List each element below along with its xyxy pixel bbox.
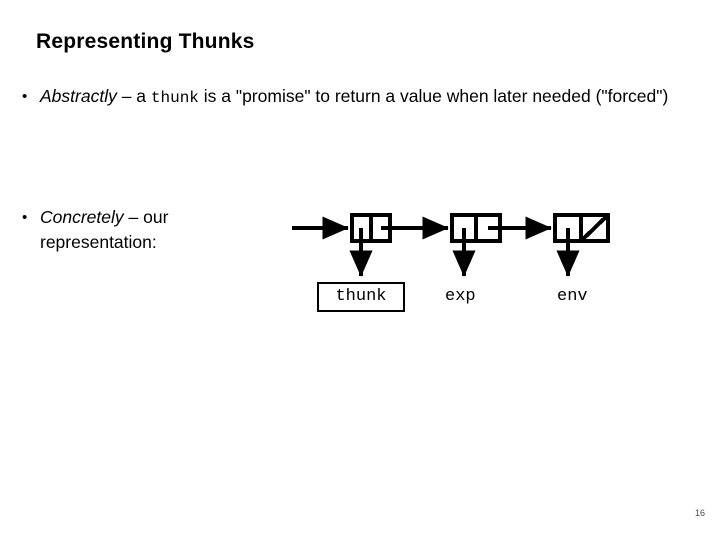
bullet-text-part: – a [116, 86, 151, 106]
bullet-item-concretely: • Concretely – our representation: [22, 205, 262, 255]
bullet-text-part: is a "promise" to return a value when la… [198, 86, 669, 106]
cons-cell-env-box [553, 213, 610, 243]
diagram-label-thunk: thunk [317, 282, 405, 312]
diagram-label-env: env [557, 287, 588, 306]
bullet-marker-icon: • [22, 88, 28, 105]
bullet-item-abstractly: • Abstractly – a thunk is a "promise" to… [22, 84, 682, 111]
cons-cell-env-nil-slash [579, 213, 610, 243]
diagram-label-exp: exp [445, 287, 476, 306]
bullet-text-concretely: Concretely – our representation: [40, 205, 262, 255]
bullet-text-part: – our representation: [40, 207, 169, 252]
bullet-text-abstractly: Abstractly – a thunk is a "promise" to r… [40, 84, 682, 111]
bullet-code-term: thunk [150, 89, 199, 107]
bullet-emphasis-term: Abstractly [40, 86, 117, 106]
cons-cell-exp-box [450, 213, 502, 243]
page-title: Representing Thunks [36, 30, 255, 53]
bullet-emphasis-term: Concretely [40, 207, 124, 227]
cons-cell-thunk-box [350, 213, 392, 243]
page-number: 16 [694, 508, 705, 518]
bullet-marker-icon: • [22, 209, 28, 226]
